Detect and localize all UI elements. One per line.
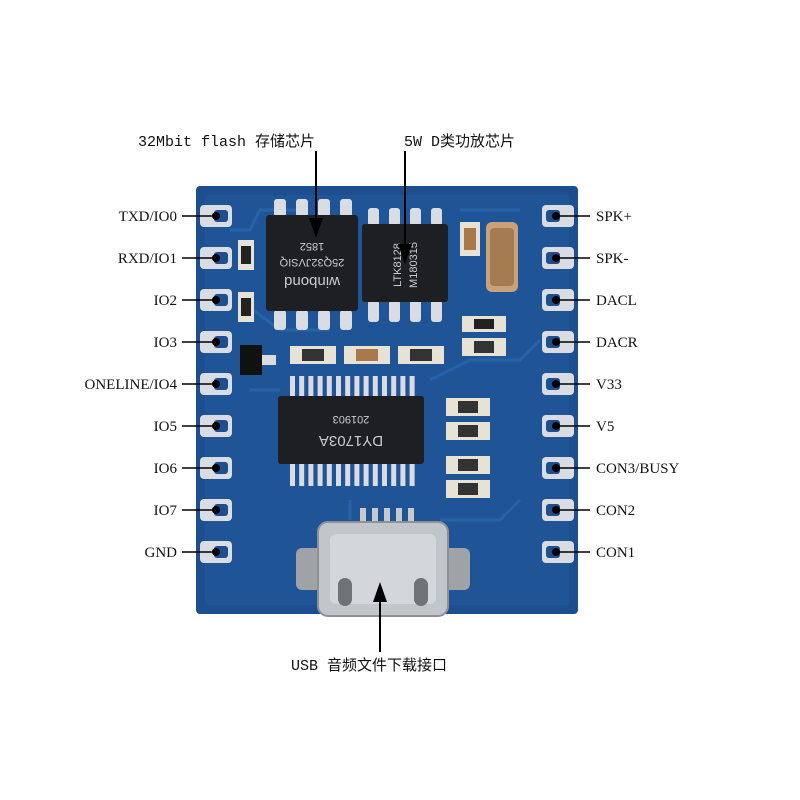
main-mark-date: 201903 xyxy=(333,413,370,425)
main-chip-leg xyxy=(290,462,295,486)
right-pin-label: V33 xyxy=(596,377,622,393)
right-pin-label: SPK- xyxy=(596,251,629,267)
main-chip-leg xyxy=(336,376,341,398)
usb-callout-label: USB 音频文件下载接口 xyxy=(291,657,447,675)
main-chip-leg xyxy=(400,462,406,486)
right-pin-label: DACR xyxy=(596,335,638,351)
left-pin-label: RXD/IO1 xyxy=(118,251,177,267)
main-chip-leg xyxy=(317,462,323,486)
left-pin-label: GND xyxy=(145,545,178,561)
flash-mark-part: 25Q32JVSIQ xyxy=(279,256,344,268)
flash-callout-label: 32Mbit flash 存储芯片 xyxy=(138,133,315,151)
amp-mark-part: LTK8128 xyxy=(392,243,404,287)
left-pin-label: ONELINE/IO4 xyxy=(85,377,178,393)
main-chip-leg xyxy=(345,376,351,398)
main-chip-leg xyxy=(326,376,332,398)
main-chip-leg xyxy=(382,376,387,398)
main-chip-leg xyxy=(308,376,314,398)
left-pin-label: IO3 xyxy=(154,335,177,351)
main-chip-leg xyxy=(391,462,397,486)
right-pin-label: CON1 xyxy=(596,545,635,561)
main-chip-leg xyxy=(326,462,332,486)
main-chip-leg xyxy=(382,462,387,486)
right-pin-label: CON3/BUSY xyxy=(596,461,680,477)
left-pin-labels: TXD/IO0RXD/IO1IO2IO3ONELINE/IO4IO5IO6IO7… xyxy=(85,209,220,561)
main-chip-leg xyxy=(363,376,369,398)
main-chip-leg xyxy=(391,376,397,398)
main-chip-leg xyxy=(290,376,295,398)
flash-mark-date: 1852 xyxy=(300,240,324,252)
left-pin-label: IO5 xyxy=(154,419,177,435)
right-pin-label: SPK+ xyxy=(596,209,632,225)
right-pin-label: CON2 xyxy=(596,503,635,519)
main-mark-part: DY1703A xyxy=(319,432,383,449)
left-pin-label: IO2 xyxy=(154,293,177,309)
main-chip-leg xyxy=(372,462,378,486)
main-chip-leg xyxy=(354,462,360,486)
main-chip-leg xyxy=(345,462,351,486)
usb-connector xyxy=(296,508,470,617)
flash-chip: winbond 25Q32JVSIQ 1852 xyxy=(266,199,358,330)
main-chip-leg xyxy=(363,462,369,486)
main-chip-leg xyxy=(409,462,415,486)
main-chip-leg xyxy=(336,462,341,486)
callout-arrows xyxy=(309,151,412,652)
main-chip-leg xyxy=(400,376,406,398)
main-chip-leg xyxy=(317,376,323,398)
main-chip-leg xyxy=(409,376,415,398)
left-pin-label: IO6 xyxy=(154,461,178,477)
passive-components xyxy=(238,222,518,498)
main-chip: DY1703A 201903 xyxy=(278,376,424,486)
amp-mark-lot: M180315 xyxy=(408,242,420,288)
right-pin-label: DACL xyxy=(596,293,637,309)
main-chip-leg xyxy=(308,462,314,486)
main-chip-leg xyxy=(299,462,305,486)
right-pin-label: V5 xyxy=(596,419,614,435)
left-pin-label: TXD/IO0 xyxy=(119,209,177,225)
amp-callout-label: 5W D类功放芯片 xyxy=(404,133,515,151)
left-pin-label: IO7 xyxy=(154,503,178,519)
main-chip-leg xyxy=(372,376,378,398)
flash-mark-brand: winbond xyxy=(284,273,341,290)
main-chip-leg xyxy=(299,376,305,398)
main-chip-leg xyxy=(354,376,360,398)
